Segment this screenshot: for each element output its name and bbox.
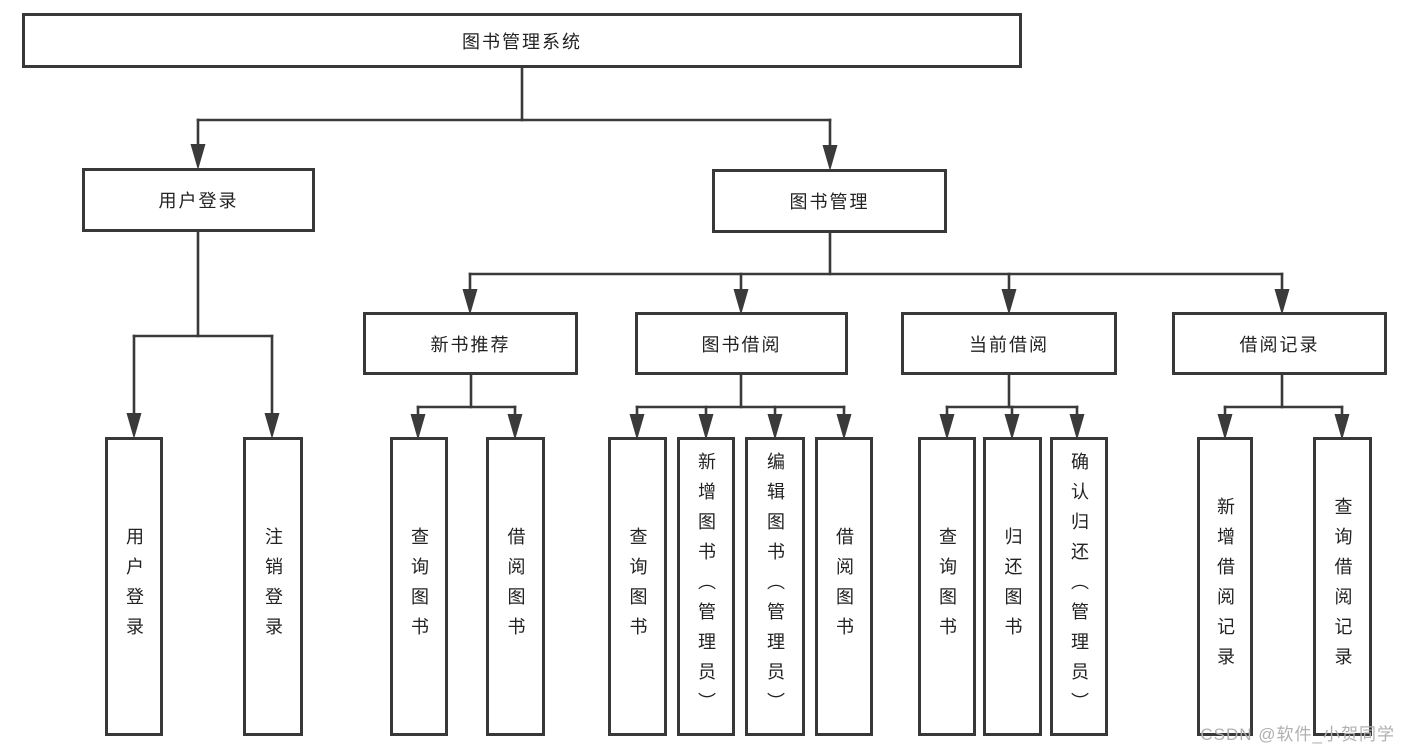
leaf-user-login: 用户登录 <box>105 437 163 736</box>
leaf-borrow-add-book-admin: 新增图书（管理员） <box>677 437 735 736</box>
leaf-current-confirm-return-admin: 确认归还（管理员） <box>1050 437 1108 736</box>
leaf-borrow-query-book: 查询图书 <box>608 437 667 736</box>
connector-current-borrow-children <box>939 373 1085 440</box>
node-user-login: 用户登录 <box>82 168 315 232</box>
csdn-watermark: CSDN @软件_小贺同学 <box>1200 725 1395 744</box>
leaf-newrec-borrow-book: 借阅图书 <box>486 437 545 736</box>
connector-root-to-level2 <box>190 66 838 171</box>
connector-new-book-recommend-children <box>410 373 523 440</box>
connector-borrow-records-children <box>1217 373 1350 440</box>
node-book-management: 图书管理 <box>712 169 947 233</box>
connector-book-management-children <box>462 231 1290 315</box>
leaf-records-add-record: 新增借阅记录 <box>1197 437 1253 736</box>
leaf-records-query-record: 查询借阅记录 <box>1313 437 1372 736</box>
node-new-book-recommend: 新书推荐 <box>363 312 578 375</box>
leaf-current-query-book: 查询图书 <box>918 437 976 736</box>
connector-user-login-children <box>126 230 280 439</box>
leaf-newrec-query-book: 查询图书 <box>390 437 448 736</box>
node-current-borrow: 当前借阅 <box>901 312 1117 375</box>
leaf-current-return-book: 归还图书 <box>983 437 1042 736</box>
node-book-borrow: 图书借阅 <box>635 312 848 375</box>
connector-book-borrow-children <box>629 373 852 440</box>
leaf-logout: 注销登录 <box>243 437 303 736</box>
leaf-borrow-edit-book-admin: 编辑图书（管理员） <box>745 437 805 736</box>
leaf-borrow-borrow-book: 借阅图书 <box>815 437 873 736</box>
node-library-system: 图书管理系统 <box>22 13 1022 68</box>
node-borrow-records: 借阅记录 <box>1172 312 1387 375</box>
